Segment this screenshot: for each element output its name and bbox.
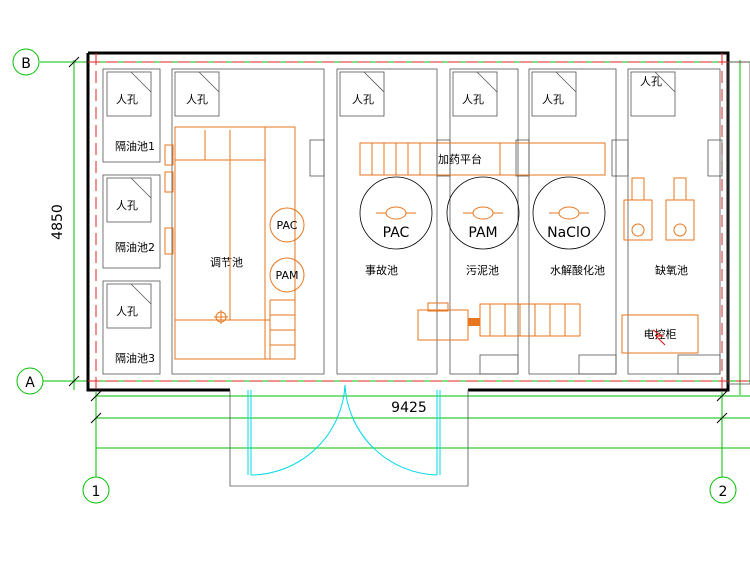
svg-text:PAC: PAC xyxy=(383,225,410,241)
manhole-accident: 人孔 xyxy=(339,71,385,117)
svg-text:人孔: 人孔 xyxy=(116,199,138,212)
svg-text:人孔: 人孔 xyxy=(542,93,564,106)
blower-2 xyxy=(665,177,695,241)
manhole-oil-3: 人孔 xyxy=(106,283,152,329)
blower-1 xyxy=(623,177,653,241)
manhole-regulating: 人孔 xyxy=(174,71,220,117)
label-hydrolysis: 水解酸化池 xyxy=(550,263,605,277)
svg-text:PAM: PAM xyxy=(276,269,299,282)
label-sludge: 污泥池 xyxy=(466,264,499,277)
pam-small-tank: PAM xyxy=(269,257,305,293)
manhole-hydrolysis: 人孔 xyxy=(531,71,577,117)
svg-text:PAM: PAM xyxy=(468,225,497,241)
svg-text:人孔: 人孔 xyxy=(462,93,484,106)
dimension-ticks xyxy=(68,56,728,424)
pac-small-tank: PAC xyxy=(269,207,305,243)
compartment-walls xyxy=(102,61,750,385)
svg-text:人孔: 人孔 xyxy=(116,305,138,318)
svg-text:人孔: 人孔 xyxy=(640,75,662,88)
pac-dosing-tank: PAC xyxy=(359,176,433,250)
axis-marker-1: 1 xyxy=(82,476,110,504)
manhole-oil-1: 人孔 xyxy=(106,71,152,117)
pam-dosing-tank: PAM xyxy=(446,176,520,250)
svg-text:人孔: 人孔 xyxy=(186,93,208,106)
axis-dash-lines xyxy=(88,53,750,390)
svg-text:PAC: PAC xyxy=(277,219,298,232)
regulating-equipment xyxy=(164,126,296,360)
filter-press xyxy=(417,302,581,341)
svg-text:人孔: 人孔 xyxy=(116,93,138,106)
axis-marker-2: 2 xyxy=(709,476,737,504)
axis-marker-a: A xyxy=(16,367,44,395)
label-anoxic: 缺氧池 xyxy=(655,263,688,277)
manhole-oil-2: 人孔 xyxy=(106,177,152,223)
entrance-door xyxy=(229,384,469,487)
svg-text:2: 2 xyxy=(719,484,728,500)
manhole-sludge: 人孔 xyxy=(452,71,498,117)
svg-text:加药平台: 加药平台 xyxy=(438,152,482,166)
svg-text:A: A xyxy=(25,375,35,391)
svg-text:1: 1 xyxy=(92,484,101,500)
label-regulating: 调节池 xyxy=(210,256,243,269)
axis-marker-b: B xyxy=(12,48,40,76)
width-dimension: 9425 xyxy=(391,400,427,416)
naclo-dosing-tank: NaClO xyxy=(532,176,606,250)
svg-text:人孔: 人孔 xyxy=(352,93,374,106)
height-dimension: 4850 xyxy=(50,204,66,240)
control-cabinet: 电控柜 xyxy=(621,314,699,354)
label-oil-sep-2: 隔油池2 xyxy=(115,240,155,254)
manhole-anoxic: 人孔 xyxy=(630,71,676,117)
svg-text:NaClO: NaClO xyxy=(547,225,591,241)
label-oil-sep-1: 隔油池1 xyxy=(115,139,155,153)
svg-text:B: B xyxy=(21,56,31,72)
label-oil-sep-3: 隔油池3 xyxy=(115,351,155,365)
label-accident: 事故池 xyxy=(365,263,398,277)
outer-wall xyxy=(86,51,730,392)
dosing-platform: 加药平台 xyxy=(359,142,606,176)
